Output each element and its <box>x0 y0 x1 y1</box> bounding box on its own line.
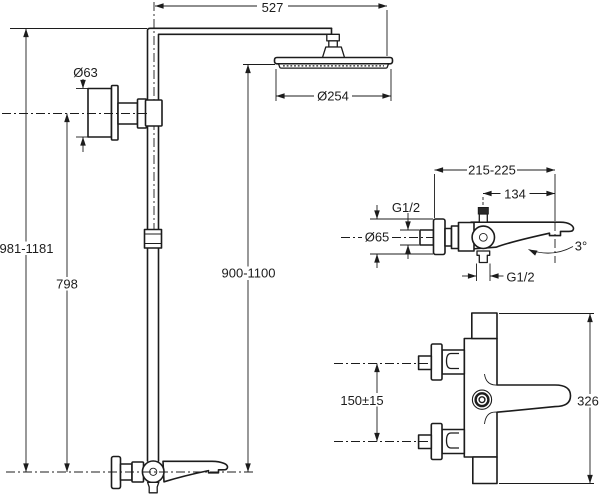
column-collar <box>144 99 163 127</box>
dim-total-height-label: 981-1181 <box>0 241 53 256</box>
upper-inlet-fitting <box>417 355 433 371</box>
dim-inlet-spacing-label: 150±15 <box>340 393 383 408</box>
spout-outlet <box>146 481 160 494</box>
shower-head-face <box>277 63 390 69</box>
head-mount <box>321 46 346 59</box>
mixer-wall-flange <box>432 218 446 256</box>
dim-head-diameter-label: Ø254 <box>317 88 349 103</box>
mixer-valve-body <box>471 225 496 250</box>
shower-column-right-edge <box>157 33 333 462</box>
front-view <box>2 2 394 494</box>
dim-spout-angle-label: 3° <box>575 239 587 254</box>
rain-shower-head <box>273 56 394 65</box>
mixer-spout <box>470 221 575 250</box>
dim-overall-length-label: 326 <box>577 394 599 409</box>
mixer-bottom-outlet <box>476 250 491 264</box>
column-coupler <box>143 228 163 249</box>
dimension-labels: 527 Ø63 Ø254 981-1181 798 900-1100 215-2… <box>0 0 600 409</box>
cartridge-detail <box>471 389 493 410</box>
dim-inlet-thread-label: G1/2 <box>392 200 420 215</box>
mixer-nut <box>450 225 460 250</box>
dim-bracket-height-label: 798 <box>56 277 78 292</box>
upper-inlet-flange <box>430 343 443 381</box>
dim-width-label: 527 <box>262 0 284 15</box>
dim-depth-label: 215-225 <box>468 163 516 178</box>
dim-bracket-diameter-label: Ø63 <box>73 65 98 80</box>
lower-inlet-flange <box>430 422 443 461</box>
diverter-stem <box>478 213 488 223</box>
dim-flange-diameter-label: Ø65 <box>365 230 390 245</box>
arm-joint <box>326 33 340 42</box>
spout-wall-flange <box>110 455 122 490</box>
diverter-knob <box>477 207 489 215</box>
dim-column-height-label: 900-1100 <box>222 266 276 281</box>
dimension-lines <box>10 3 594 484</box>
wall-bracket-flange <box>110 84 119 141</box>
dim-spout-reach-label: 134 <box>504 187 526 202</box>
dim-outlet-thread-label: G1/2 <box>506 270 534 285</box>
shower-column-left-edge <box>146 27 333 462</box>
top-knob <box>470 312 498 340</box>
wall-bracket-body <box>87 87 113 138</box>
side-view <box>341 207 575 264</box>
mixer-body-top <box>463 337 572 458</box>
top-view <box>334 312 572 485</box>
bottom-knob <box>471 456 498 485</box>
